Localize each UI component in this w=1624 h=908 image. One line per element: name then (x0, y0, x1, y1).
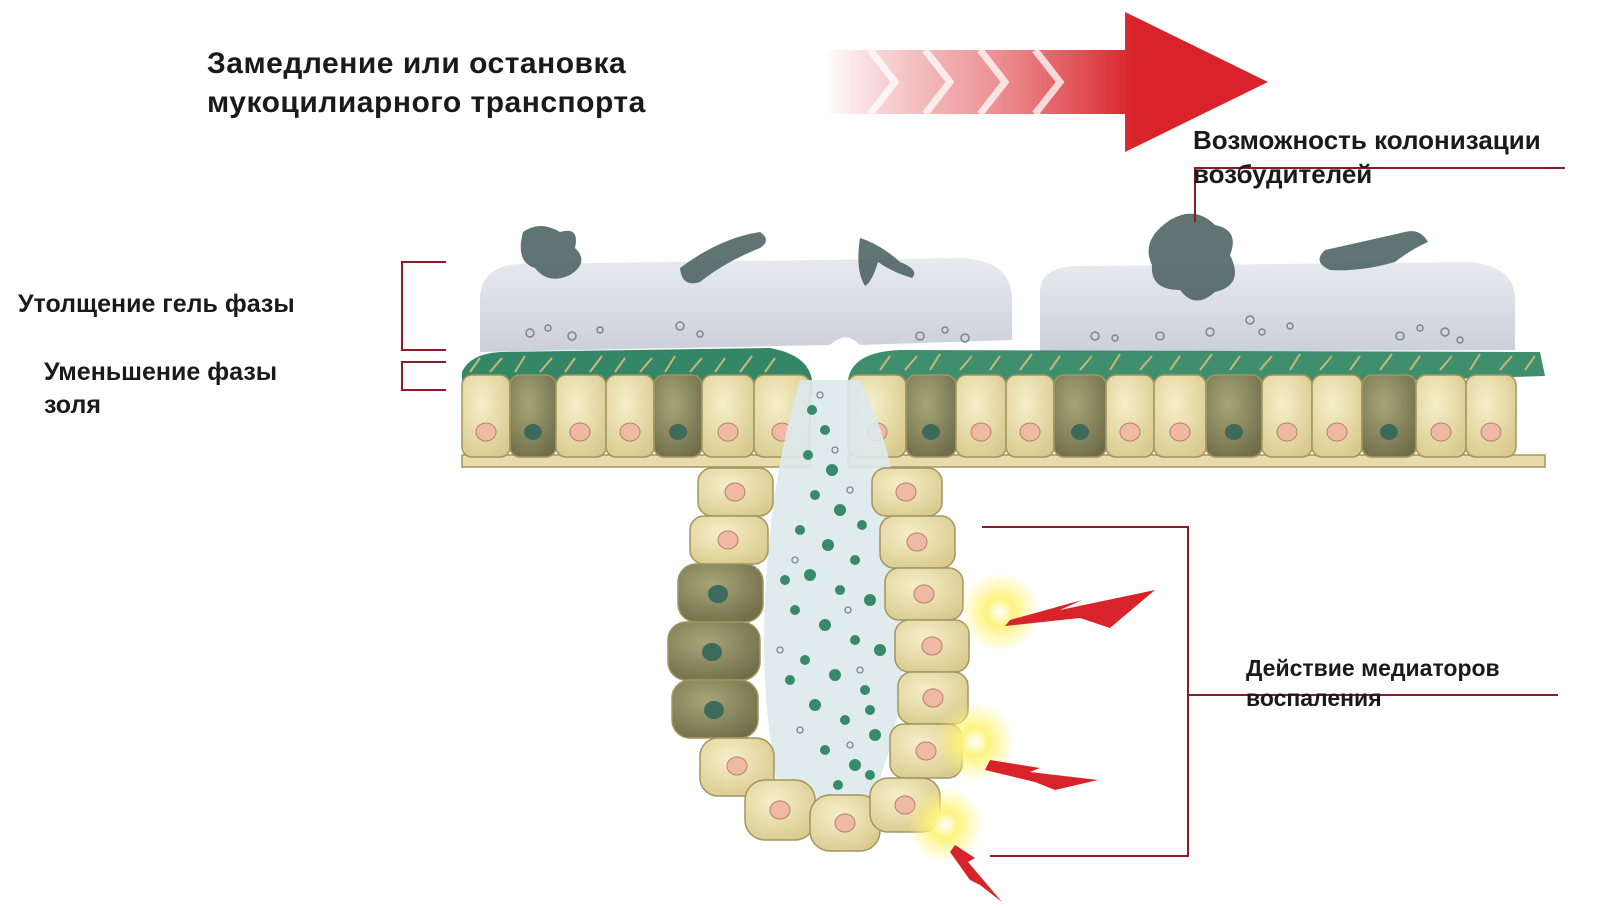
gel-thickening-label: Утолщение гель фазы (18, 288, 295, 321)
mediators-label: Действие медиаторов воспаления (1246, 654, 1500, 714)
gel-phase-layer (480, 258, 1515, 352)
transport-title-line1: Замедление или остановка (207, 44, 646, 83)
colonization-label-line1: Возможность колонизации (1193, 124, 1541, 158)
transport-title-line2: мукоцилиарного транспорта (207, 83, 646, 122)
surface-epithelium (462, 348, 1545, 467)
sol-reduction-label-line1: Уменьшение фазы (44, 356, 277, 389)
mediators-label-line1: Действие медиаторов (1246, 654, 1500, 684)
colonization-label-line2: возбудителей (1193, 158, 1541, 192)
sol-reduction-label: Уменьшение фазы золя (44, 356, 277, 421)
colonization-label: Возможность колонизации возбудителей (1193, 124, 1541, 192)
mediators-label-line2: воспаления (1246, 684, 1500, 714)
transport-title: Замедление или остановка мукоцилиарного … (207, 44, 646, 122)
sol-reduction-label-line2: золя (44, 389, 277, 422)
